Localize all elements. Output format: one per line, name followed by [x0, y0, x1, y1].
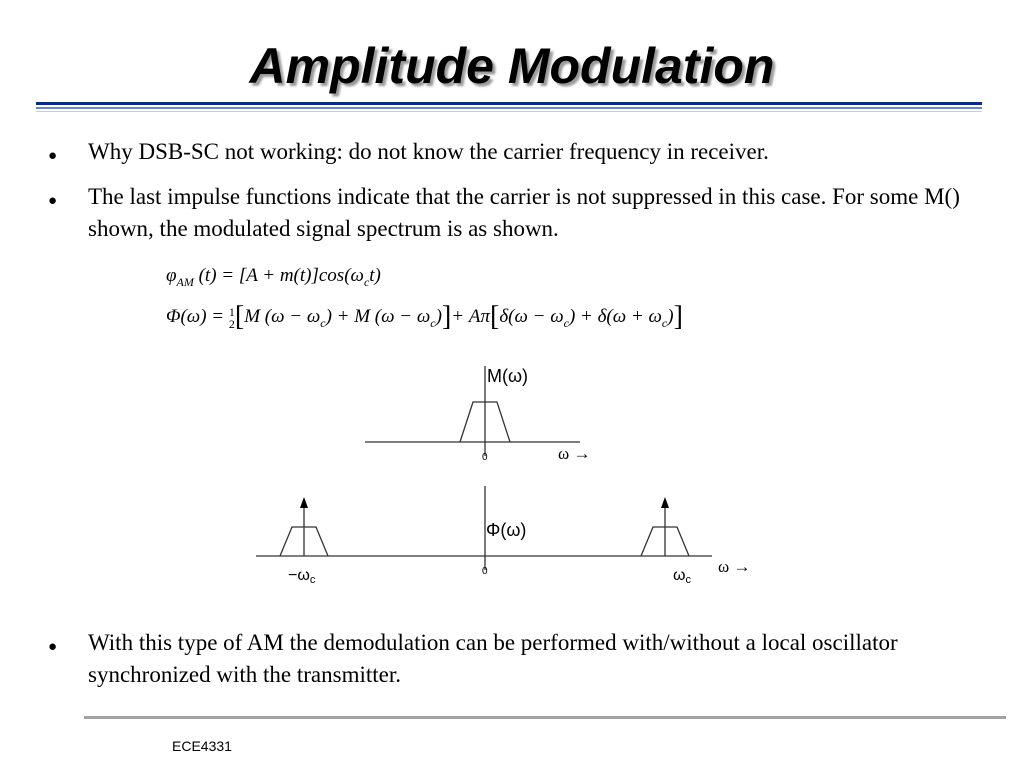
title-underline-light [36, 111, 982, 112]
footer-course-code: ECE4331 [172, 738, 232, 754]
pos-carrier-label: ωc [673, 567, 692, 586]
bottom-origin-label: 0 [482, 566, 488, 577]
neg-carrier-text: −ω [288, 567, 310, 584]
neg-impulse-arrowhead [300, 497, 308, 508]
bullet-text: Why DSB-SC not working: do not know the … [88, 139, 769, 164]
eq-sub: c [661, 315, 668, 330]
bullet-dot: ● [48, 639, 58, 655]
modulated-spectrum-plot [256, 486, 712, 570]
eq-part: ) + M (ω − ω [325, 306, 431, 327]
title-underline-mid [36, 107, 982, 109]
pos-impulse-arrowhead [661, 497, 669, 508]
eq-phi: φ [166, 265, 177, 286]
bottom-axis-label: ω → [718, 557, 750, 576]
bullet-dot: ● [48, 193, 58, 209]
eq-sub: c [320, 315, 326, 330]
eq-bracket: ] [673, 301, 683, 332]
equation-am-signal: φAM (t) = [A + m(t)]cos(ωct) [166, 262, 381, 296]
eq-sub: c [363, 274, 370, 289]
bottom-ylabel: Φ(ω) [486, 520, 526, 540]
neg-carrier-sub: c [310, 574, 316, 586]
eq-part: ) [667, 306, 674, 327]
neg-carrier-label: −ωc [288, 567, 316, 586]
eq-sub: AM [176, 274, 194, 289]
eq-part: δ(ω − ω [499, 306, 564, 327]
eq-sub: c [563, 315, 569, 330]
eq-sub: c [430, 315, 436, 330]
pos-carrier-text: ω [673, 567, 686, 584]
bullet-text: With this type of AM the demodulation ca… [88, 630, 898, 687]
message-spectrum-trapezoid [459, 401, 511, 443]
eq-part: M (ω − ω [244, 306, 321, 327]
bullet-dot: ● [48, 148, 58, 164]
top-axis-label: ω → [558, 444, 590, 463]
pos-carrier-sub: c [686, 574, 692, 586]
eq-bracket: [ [234, 301, 245, 332]
slide-title: Amplitude Modulation [249, 38, 775, 94]
eq-part: + Aπ [451, 306, 490, 327]
bullet-text: The last impulse functions indicate that… [88, 184, 960, 241]
eq-bracket: ] [441, 301, 452, 332]
message-spectrum-plot [365, 366, 580, 456]
eq-part: t) [369, 265, 381, 286]
eq-part: Φ(ω) = [166, 306, 229, 327]
eq-bracket: [ [489, 301, 500, 332]
top-origin-label: 0 [482, 452, 488, 463]
eq-part: (t) = [A + m(t)]cos(ω [193, 265, 364, 286]
eq-frac-num: 1 [228, 304, 235, 319]
eq-part: ) + δ(ω + ω [568, 306, 662, 327]
footer-divider [84, 716, 1006, 719]
top-ylabel: M(ω) [487, 366, 528, 386]
eq-frac-den: 2 [228, 316, 235, 331]
eq-part: ) [435, 306, 442, 327]
title-underline-dark [36, 102, 982, 105]
